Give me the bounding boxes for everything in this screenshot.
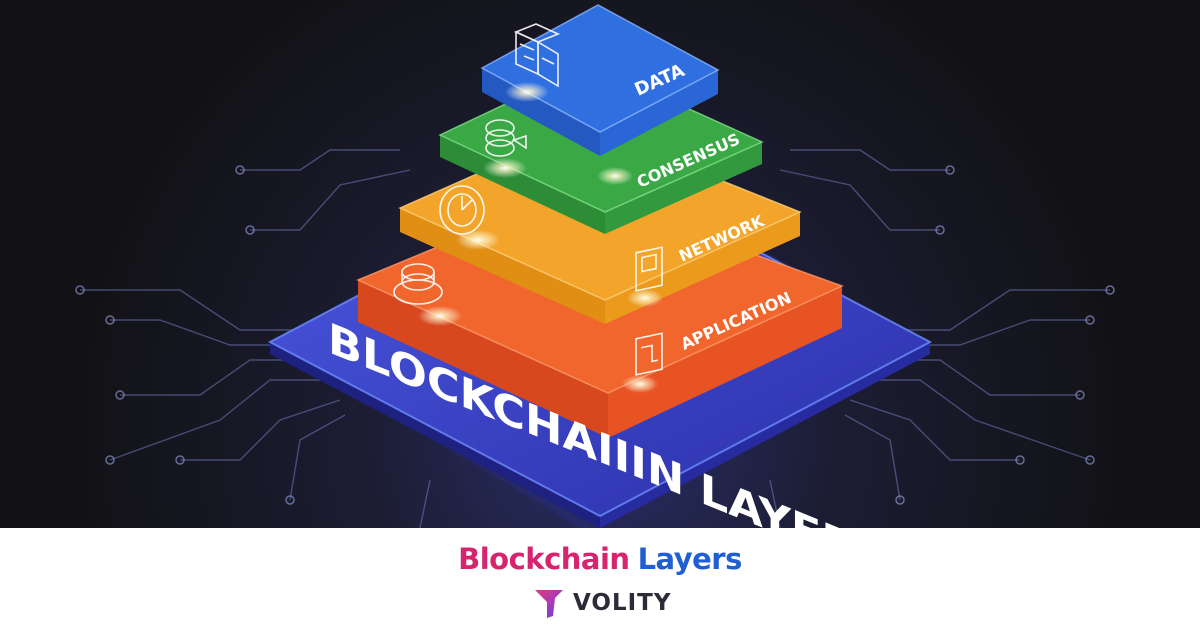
hero-illustration: DATA CONSENSUS NETWORK APPLICATION BLOCK… [0, 0, 1200, 528]
footer-title-blockchain: Blockchain [458, 542, 630, 576]
application-button-icon [393, 263, 443, 305]
brand-name: VOLITY [573, 590, 672, 616]
glow-sparkles [418, 82, 663, 393]
footer-title-layers: Layers [637, 542, 743, 576]
network-chip-icon [635, 246, 663, 292]
application-chip-icon [635, 332, 663, 376]
data-cube-icon [513, 23, 561, 88]
consensus-spring-icon [485, 119, 527, 157]
circuit-nodes [75, 165, 1115, 505]
brand-logo[interactable]: VOLITY [533, 586, 672, 620]
volity-logo-icon [535, 590, 563, 618]
